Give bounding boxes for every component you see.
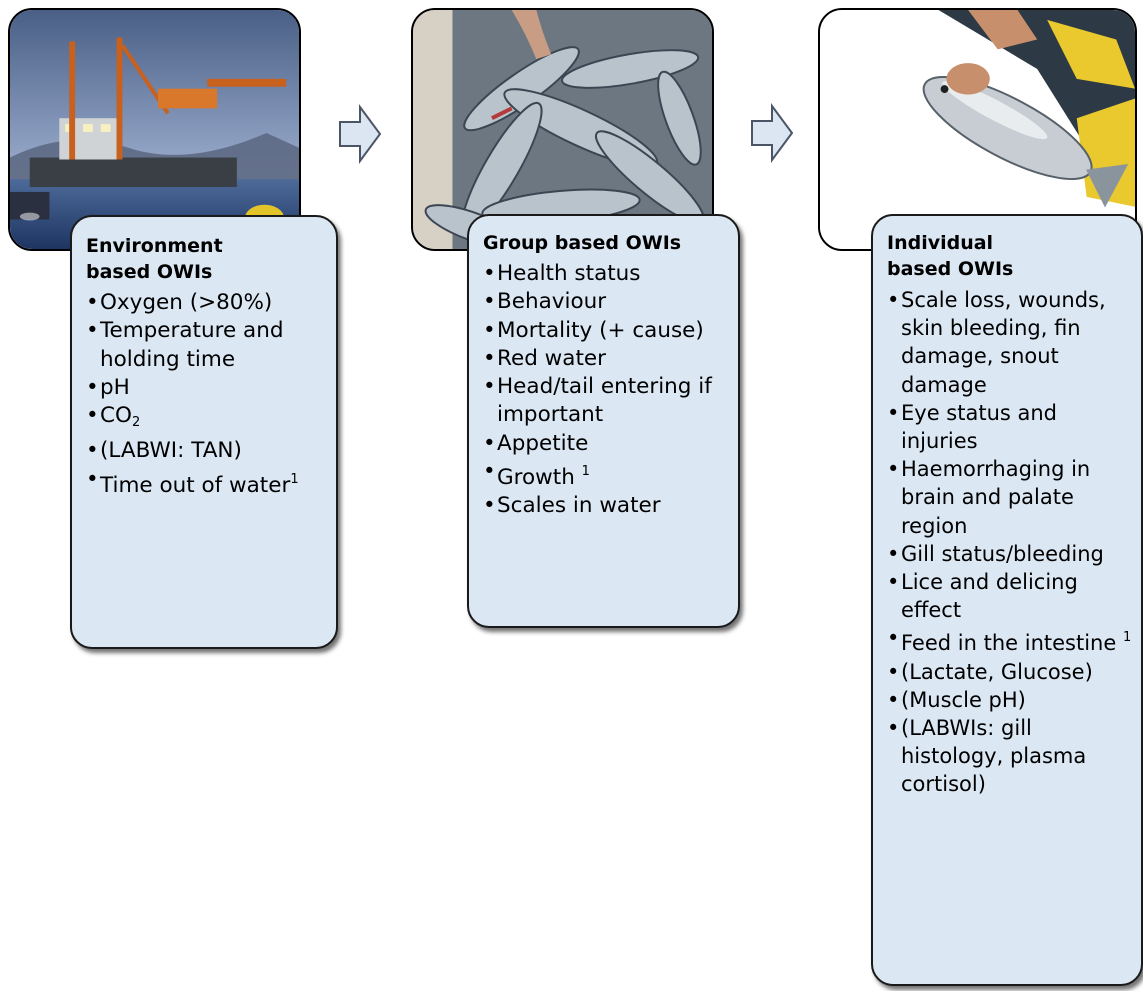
bullet: • <box>483 493 496 519</box>
item-text: Oxygen (>80%) <box>100 290 273 315</box>
bullet: • <box>887 400 900 425</box>
list-item: •Temperature and holding time <box>86 317 328 374</box>
owi-list: •Scale loss, wounds, skin bleeding, fin … <box>887 286 1133 799</box>
list-item: •Behaviour <box>483 288 730 316</box>
item-text: Appetite <box>497 430 589 456</box>
list-item: •Growth 1 <box>483 458 730 492</box>
list-item: •Oxygen (>80%) <box>86 289 328 317</box>
list-item: •Scale loss, wounds, skin bleeding, fin … <box>887 286 1133 399</box>
card-title: Environment based OWIs <box>86 235 223 283</box>
list-item: •(Muscle pH) <box>887 686 1133 714</box>
item-text: Lice and delicing effect <box>901 570 1078 623</box>
item-text: Feed in the intestine <box>901 631 1123 656</box>
list-item: •Gill status/bleeding <box>887 540 1133 568</box>
card-title: Individual based OWIs <box>887 232 1014 280</box>
bullet: • <box>887 570 900 595</box>
item-text: Red water <box>497 345 606 371</box>
item-text: Behaviour <box>497 289 607 315</box>
bullet: • <box>86 466 99 492</box>
bullet: • <box>86 318 99 344</box>
list-item: •(LABWI: TAN) <box>86 437 328 465</box>
item-text: pH <box>100 374 130 400</box>
bullet: • <box>483 289 496 315</box>
item-text: Haemorrhaging in brain and palate region <box>901 457 1091 538</box>
bullet: • <box>86 374 99 400</box>
bullet: • <box>483 374 496 400</box>
arrow-right-icon <box>750 103 794 163</box>
bullet: • <box>887 457 900 482</box>
list-item: •Time out of water1 <box>86 466 328 500</box>
bullet: • <box>887 687 900 712</box>
list-item: •Appetite <box>483 430 730 458</box>
item-text: Scale loss, wounds, skin bleeding, fin d… <box>901 288 1106 397</box>
arrow-right-icon <box>338 104 382 164</box>
list-item: •Haemorrhaging in brain and palate regio… <box>887 455 1133 540</box>
list-item: •pH <box>86 374 328 402</box>
item-text: (Muscle pH) <box>901 687 1026 712</box>
item-text: Gill status/bleeding <box>901 541 1104 566</box>
item-text: Health status <box>497 261 641 286</box>
footnote-mark: 1 <box>581 464 590 480</box>
subscript: 2 <box>131 415 141 431</box>
list-item: •Eye status and injuries <box>887 399 1133 455</box>
list-item: •Scales in water <box>483 492 730 520</box>
list-item: •Feed in the intestine 1 <box>887 624 1133 657</box>
bullet: • <box>86 290 99 315</box>
list-item: •Head/tail entering if important <box>483 373 730 430</box>
item-text: Temperature and holding time <box>100 318 284 372</box>
card-title: Group based OWIs <box>483 232 682 254</box>
item-text: Eye status and injuries <box>901 400 1058 454</box>
list-item: •Red water <box>483 345 730 373</box>
list-item: •Health status <box>483 260 730 288</box>
list-item: •Lice and delicing effect <box>887 568 1133 624</box>
item-text: Time out of water <box>100 472 291 498</box>
bullet: • <box>887 288 900 312</box>
bullet: • <box>887 716 900 741</box>
individual-owi-card: Individual based OWIs •Scale loss, wound… <box>871 214 1143 986</box>
owi-list: •Health status •Behaviour •Mortality (+ … <box>483 260 730 521</box>
item-text: (LABWI: TAN) <box>100 438 242 464</box>
footnote-mark: 1 <box>290 471 299 487</box>
bullet: • <box>887 659 900 684</box>
salmon-group-photo <box>411 8 714 251</box>
fish-farm-vessel-photo <box>8 8 301 251</box>
group-owi-card: Group based OWIs •Health status •Behavio… <box>467 214 740 628</box>
list-item: •CO2 <box>86 402 328 437</box>
bullet: • <box>887 541 900 566</box>
bullet: • <box>483 459 496 485</box>
item-text: Growth <box>497 465 582 491</box>
item-text: Head/tail entering if important <box>497 374 712 428</box>
owi-list: •Oxygen (>80%) •Temperature and holding … <box>86 289 328 500</box>
environment-owi-card: Environment based OWIs •Oxygen (>80%) •T… <box>70 215 338 649</box>
bullet: • <box>483 345 496 371</box>
bullet: • <box>483 317 496 343</box>
bullet: • <box>483 261 496 286</box>
bullet: • <box>887 626 900 651</box>
bullet: • <box>86 438 99 464</box>
item-text: (LABWIs: gill histology, plasma cortisol… <box>901 716 1087 797</box>
list-item: •(Lactate, Glucose) <box>887 658 1133 686</box>
item-text: CO <box>100 403 132 429</box>
footnote-mark: 1 <box>1122 630 1132 646</box>
item-text: (Lactate, Glucose) <box>901 659 1093 684</box>
item-text: Mortality (+ cause) <box>497 317 704 343</box>
bullet: • <box>483 430 496 456</box>
individual-salmon-photo <box>818 8 1137 251</box>
list-item: •(LABWIs: gill histology, plasma cortiso… <box>887 714 1133 799</box>
list-item: •Mortality (+ cause) <box>483 317 730 345</box>
item-text: Scales in water <box>497 493 661 519</box>
bullet: • <box>86 403 99 429</box>
